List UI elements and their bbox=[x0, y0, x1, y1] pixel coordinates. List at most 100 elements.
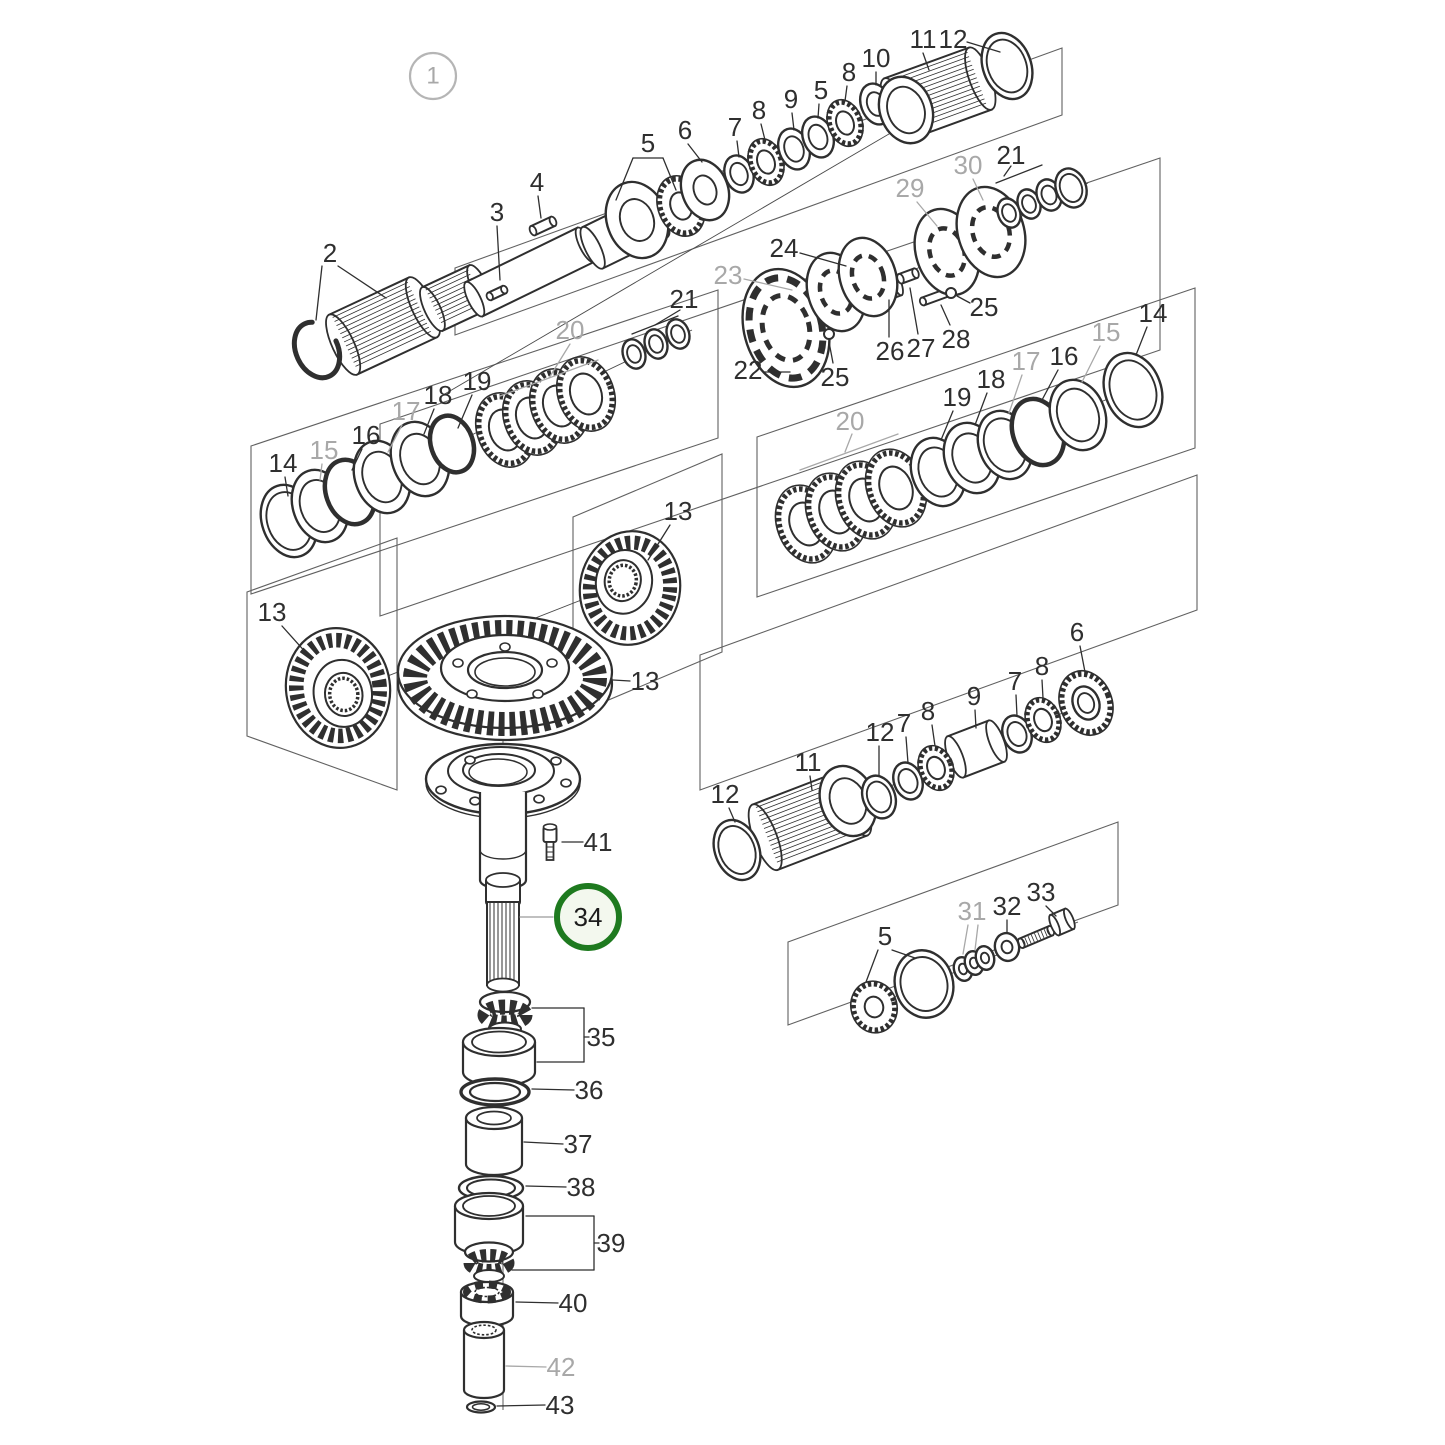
part-label-38: 38 bbox=[567, 1172, 596, 1202]
box-center-clutch bbox=[379, 157, 1161, 617]
part-label-36: 36 bbox=[575, 1075, 604, 1105]
ring-15r bbox=[1048, 378, 1108, 452]
part-callout-22-p22: 22 bbox=[734, 355, 791, 385]
part-callout-34-p34[interactable]: 34 bbox=[519, 883, 622, 951]
part-label-18: 18 bbox=[977, 364, 1006, 394]
part-callout-18-p18r: 18 bbox=[974, 364, 1006, 426]
part-label-16: 16 bbox=[352, 420, 381, 450]
part-callout-38-p38: 38 bbox=[525, 1172, 596, 1202]
part-label-9: 9 bbox=[784, 84, 798, 114]
part-label-12: 12 bbox=[866, 717, 895, 747]
part-callout-14-p14l: 14 bbox=[269, 448, 297, 497]
key-4 bbox=[528, 215, 558, 237]
part-callout-7-p7c: 7 bbox=[897, 708, 911, 764]
part-label-13: 13 bbox=[631, 666, 660, 696]
part-label-2: 2 bbox=[323, 238, 337, 268]
ring-14r bbox=[1102, 351, 1164, 429]
friction-disc-20l4 bbox=[555, 356, 617, 432]
part-callout-8-p8c: 8 bbox=[921, 696, 936, 747]
part-label-17: 17 bbox=[392, 396, 421, 426]
box-left-pack bbox=[250, 289, 719, 595]
part-callout-27-p27: 27 bbox=[907, 287, 935, 363]
part-label-13: 13 bbox=[664, 496, 693, 526]
box-left-gear bbox=[246, 537, 398, 791]
part-callout-17-p17l: 17 bbox=[387, 396, 421, 453]
snap-ring-2 bbox=[291, 319, 343, 381]
part-label-8: 8 bbox=[842, 57, 856, 87]
part-callout-40-p40: 40 bbox=[515, 1288, 587, 1318]
shaft-key bbox=[485, 284, 509, 302]
part-callout-20-p20r: 20 bbox=[799, 406, 899, 471]
ring-21l3 bbox=[665, 318, 691, 350]
part-label-23: 23 bbox=[714, 260, 743, 290]
part-label-26: 26 bbox=[876, 336, 905, 366]
spring-ring-19l bbox=[427, 413, 477, 475]
part-callout-13-p13a: 13 bbox=[258, 597, 309, 656]
washer-31c bbox=[974, 944, 996, 972]
part-label-21: 21 bbox=[670, 284, 699, 314]
part-label-41: 41 bbox=[584, 827, 613, 857]
flange-ring-11 bbox=[877, 75, 935, 145]
part-callout-29-p29: 29 bbox=[896, 173, 938, 227]
part-callout-24-p24: 24 bbox=[770, 233, 847, 267]
part-callout-5-p5: 5 bbox=[615, 128, 677, 201]
part-label-1: 1 bbox=[426, 63, 439, 90]
part-label-22: 22 bbox=[734, 355, 763, 385]
part-label-25: 25 bbox=[970, 292, 999, 322]
part-callout-5-p5b: 5 bbox=[814, 75, 828, 119]
part-callout-21-p21b: 21 bbox=[995, 140, 1043, 184]
box-bottom-assy bbox=[787, 821, 1119, 1026]
part-label-20: 20 bbox=[556, 315, 585, 345]
part-callout-33-p33: 33 bbox=[1027, 877, 1057, 917]
ball-25a bbox=[823, 328, 835, 340]
part-callout-32-p32: 32 bbox=[993, 891, 1021, 933]
part-label-13: 13 bbox=[258, 597, 287, 627]
part-callout-39-p39: 39 bbox=[511, 1215, 625, 1271]
part-callout-10-p10: 10 bbox=[862, 43, 890, 86]
part-label-31: 31 bbox=[958, 896, 987, 926]
box-right-pack bbox=[756, 287, 1196, 598]
ring-21a bbox=[996, 197, 1022, 229]
ring-7 bbox=[723, 154, 755, 194]
part-callout-19-p19l: 19 bbox=[457, 366, 492, 429]
part-label-34: 34 bbox=[574, 902, 603, 932]
part-callout-3-p3: 3 bbox=[490, 197, 504, 281]
part-label-15: 15 bbox=[1092, 317, 1121, 347]
ring-5r bbox=[893, 949, 955, 1019]
part-callout-15-p15r: 15 bbox=[1081, 317, 1121, 383]
part-label-15: 15 bbox=[310, 435, 339, 465]
ring-12 bbox=[980, 31, 1034, 101]
washer-32 bbox=[993, 931, 1021, 963]
part-label-4: 4 bbox=[530, 167, 544, 197]
bevel-pinion-13-right bbox=[578, 530, 682, 646]
bearing-6c-bore bbox=[1071, 685, 1101, 721]
part-callout-5-p5c: 5 bbox=[865, 921, 916, 983]
part-callout-25-p25a: 25 bbox=[821, 341, 849, 392]
part-callout-35-p35: 35 bbox=[531, 1007, 615, 1063]
part-callout-16-p16l: 16 bbox=[351, 420, 381, 471]
crown-gear-13 bbox=[396, 614, 614, 742]
part-label-11: 11 bbox=[795, 747, 822, 777]
part-label-12: 12 bbox=[939, 24, 968, 54]
part-label-8: 8 bbox=[752, 95, 766, 125]
part-label-20: 20 bbox=[836, 406, 865, 436]
part-callout-26-p26: 26 bbox=[876, 299, 905, 366]
part-callout-36-p36: 36 bbox=[531, 1075, 604, 1105]
part-label-5: 5 bbox=[641, 128, 655, 158]
part-label-8: 8 bbox=[1035, 651, 1049, 681]
part-label-19: 19 bbox=[463, 366, 492, 396]
part-callout-7-p7: 7 bbox=[728, 112, 742, 158]
part-label-11: 11 bbox=[910, 24, 937, 54]
bolt-33-shaft bbox=[1016, 924, 1056, 950]
part-label-21: 21 bbox=[997, 140, 1026, 170]
part-callout-30-p30: 30 bbox=[954, 150, 984, 201]
part-label-7: 7 bbox=[728, 112, 742, 142]
part-callout-7-p7d: 7 bbox=[1008, 666, 1022, 717]
part-label-16: 16 bbox=[1050, 341, 1079, 371]
part-label-5: 5 bbox=[878, 921, 892, 951]
part-callout-28-p28: 28 bbox=[940, 304, 971, 354]
part-label-28: 28 bbox=[942, 324, 971, 354]
part-label-42: 42 bbox=[547, 1352, 576, 1382]
